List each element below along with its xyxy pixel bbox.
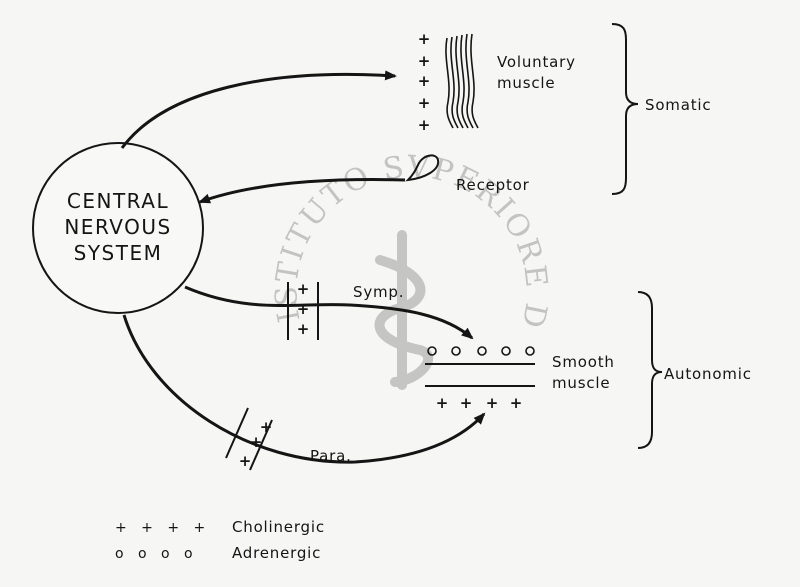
svg-text:+: + (418, 52, 431, 70)
svg-text:+: + (297, 300, 310, 318)
svg-text:+: + (297, 320, 310, 338)
cns-label-line-3: SYSTEM (74, 241, 163, 265)
legend-cholinergic-symbol: + + + + (115, 520, 210, 536)
cns-label-line-1: CENTRAL (67, 189, 169, 213)
arrow-cns-to-smooth-muscle-para (122, 314, 486, 464)
voluntary-muscle-label-line-1: Voluntary (497, 53, 576, 71)
legend-adrenergic-label: Adrenergic (232, 544, 321, 562)
svg-text:+: + (250, 433, 263, 451)
para-label: Para. (310, 447, 352, 465)
arrow-cns-to-voluntary-muscle (120, 70, 397, 149)
arrow-receptor-to-cns (198, 178, 406, 204)
symp-label: Symp. (353, 283, 404, 301)
svg-text:+: + (418, 94, 431, 112)
smooth-muscle-label-line-2: muscle (552, 374, 610, 392)
voluntary-muscle-label-line-2: muscle (497, 74, 555, 92)
para-ganglion: + + + (225, 407, 273, 471)
svg-text:+: + (486, 394, 499, 412)
svg-text:+: + (418, 30, 431, 48)
smooth-muscle-adrenergic-marks (427, 346, 535, 356)
svg-text:+: + (297, 280, 310, 298)
smooth-muscle-layers (425, 363, 535, 387)
receptor-label: Receptor (456, 176, 530, 194)
somatic-bracket (611, 23, 639, 195)
symp-ganglion: + + + (287, 280, 319, 340)
smooth-muscle-cholinergic-marks: + + + + (436, 394, 523, 412)
voluntary-cholinergic-marks: + + + + + (418, 30, 431, 134)
svg-text:+: + (460, 394, 473, 412)
cns-node: CENTRAL NERVOUS SYSTEM (32, 142, 204, 314)
autonomic-label: Autonomic (664, 365, 752, 383)
svg-text:+: + (418, 72, 431, 90)
svg-text:+: + (260, 418, 273, 436)
receptor-shape (405, 154, 440, 182)
svg-text:+: + (510, 394, 523, 412)
legend-cholinergic-label: Cholinergic (232, 518, 325, 536)
svg-text:+: + (436, 394, 449, 412)
svg-text:+: + (239, 452, 252, 470)
legend: + + + + Cholinergic o o o o Adrenergic (115, 518, 325, 562)
smooth-muscle-label-line-1: Smooth (552, 353, 615, 371)
somatic-label: Somatic (645, 96, 711, 114)
svg-text:+: + (418, 116, 431, 134)
autonomic-bracket (637, 291, 663, 449)
legend-adrenergic-symbol: o o o o (115, 546, 198, 562)
arrow-cns-to-smooth-muscle-symp (184, 285, 474, 340)
voluntary-muscle-fibres (445, 33, 479, 129)
cns-label-line-2: NERVOUS (64, 215, 171, 239)
